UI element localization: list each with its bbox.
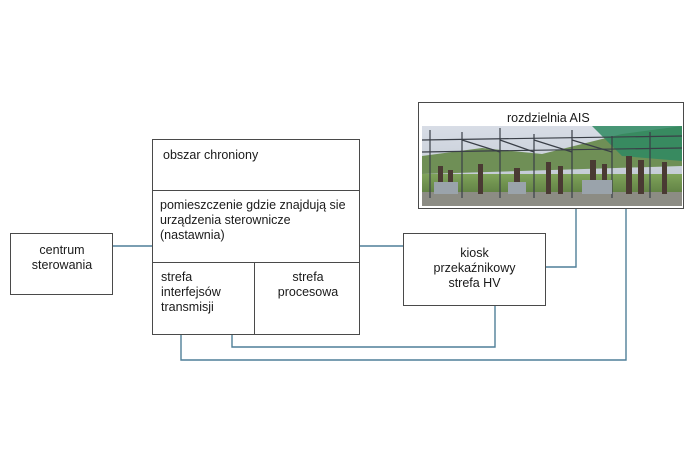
ais-switchgear-label: rozdzielnia AIS xyxy=(507,111,590,125)
protected-area-box xyxy=(152,139,360,335)
wire-kiosk-to-ais xyxy=(545,208,577,268)
control-room-divider xyxy=(152,190,360,191)
zones-divider xyxy=(152,262,360,263)
relay-kiosk-box: kiosk przekaźnikowy strefa HV xyxy=(403,233,546,306)
protected-area-label: obszar chroniony xyxy=(163,148,259,162)
interface-zone-label: strefa interfejsów transmisji xyxy=(161,270,221,314)
control-center-box: centrum sterowania xyxy=(10,233,113,295)
substation-photo xyxy=(422,126,682,206)
relay-kiosk-label: kiosk przekaźnikowy strefa HV xyxy=(433,246,516,290)
zones-separator xyxy=(254,262,255,335)
control-center-label: centrum sterowania xyxy=(31,243,93,272)
control-room-label: pomieszczenie gdzie znajdują sie urządze… xyxy=(160,198,346,242)
wire-interface-to-ais xyxy=(180,208,627,361)
wire-interface-to-kiosk xyxy=(231,305,496,348)
process-zone-label: strefa procesowa xyxy=(277,270,339,299)
